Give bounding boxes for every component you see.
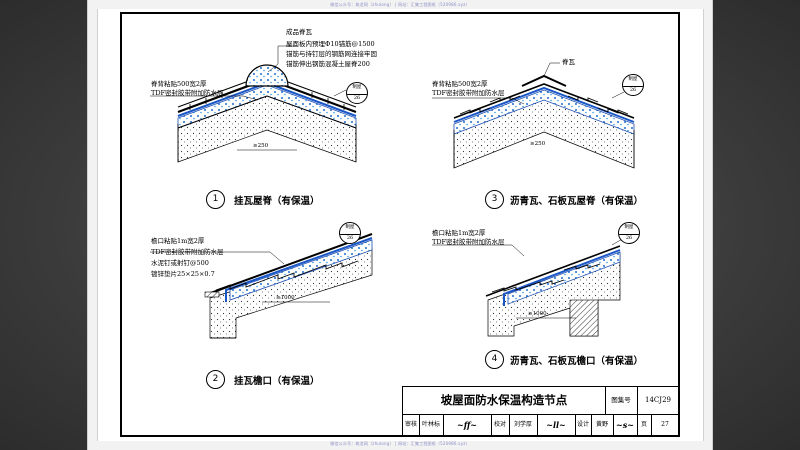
sheet-paper — [97, 9, 704, 441]
d2-label-eave-tape: 檐口粘贴1m宽2厚 — [151, 237, 205, 245]
design-label: 设计 — [575, 414, 592, 436]
detail-1-drawing — [150, 45, 357, 163]
d3-ref-page: 26 — [623, 86, 643, 93]
d1-dimension: ≥250 — [253, 143, 269, 149]
detail-4-drawing — [432, 237, 625, 337]
detail-2-drawing — [150, 233, 373, 339]
d3-number: 3 — [485, 190, 504, 209]
page-number: 27 — [661, 421, 669, 428]
d3-dimension: ≥250 — [530, 141, 546, 147]
d2-ref-top: 制屋 — [345, 225, 355, 230]
d4-caption: 沥青瓦、石板瓦檐口（有保温） — [510, 356, 644, 367]
d2-number: 2 — [206, 370, 225, 389]
sheet-title: 坡屋面防水保温构造节点 — [403, 387, 606, 414]
designer-name: 黄野 — [591, 414, 614, 436]
d4-reference-bubble: 制屋 26 — [618, 222, 640, 244]
d4-label-tdf: TDF密封胶带附加防水层 — [432, 238, 505, 246]
d4-number: 4 — [485, 350, 504, 369]
designer-signature: ~s~ — [613, 414, 638, 436]
review-label: 审核 — [403, 414, 420, 436]
d1-label-ridge-tile: 成品脊瓦 — [286, 28, 312, 36]
title-block-sign-row: 审核 叶林标 ~ff~ 校对 刘学厚 ~ll~ 设计 黄野 ~s~ 页 27 — [403, 414, 679, 436]
atlas-code: 14CJ29 — [645, 396, 671, 404]
watermark-bottom: 微信公众号：筑龙网（zhulong） | 网站：汇集工程图纸（520986.xy… — [330, 441, 470, 446]
d2-label-washer: 镀锌垫片25×25×0.7 — [151, 270, 215, 278]
d1-reference-bubble: 制屋 26 — [346, 82, 368, 104]
check-label: 校对 — [491, 414, 510, 436]
d3-label-tdf: TDF密封胶带附加防水层 — [432, 89, 505, 97]
d1-label-anchor: 屋面板内预埋Φ10锚筋@1500 — [286, 40, 375, 48]
reviewer-name: 叶林标 — [419, 414, 444, 436]
d4-ref-top: 制屋 — [624, 225, 634, 230]
d1-label-anchor-extend: 锚筋伸出钢筋混凝土屋脊200 — [286, 60, 370, 68]
d1-ref-page: 26 — [347, 94, 367, 101]
d3-label-ridge-tile: 脊瓦 — [562, 58, 575, 66]
d3-reference-bubble: 制屋 26 — [622, 74, 644, 96]
d1-label-tdf: TDF密封胶带附加防水层 — [151, 89, 224, 97]
reviewer-signature: ~ff~ — [443, 414, 492, 436]
d4-label-eave-tape: 檐口粘贴1m宽2厚 — [432, 229, 486, 237]
checker-name: 刘学厚 — [509, 414, 538, 436]
drawing-sheet — [88, 0, 712, 450]
watermark-top: 微信公众号：筑龙网（zhulong） | 网站：汇集工程图纸（520986.xy… — [330, 2, 470, 7]
d4-dimension: ≥1000 — [528, 311, 547, 317]
d4-ref-page: 26 — [619, 234, 639, 241]
checker-signature: ~ll~ — [537, 414, 576, 436]
d1-ref-top: 制屋 — [352, 85, 362, 90]
page-label: 页 — [637, 414, 652, 436]
detail-3-drawing — [432, 62, 635, 169]
d3-ref-top: 制屋 — [628, 77, 638, 82]
atlas-code-label: 图集号 — [605, 387, 638, 414]
d1-caption: 挂瓦屋脊（有保温） — [234, 196, 320, 207]
d2-caption: 挂瓦檐口（有保温） — [234, 376, 320, 387]
d1-number: 1 — [206, 190, 225, 209]
d3-caption: 沥青瓦、石板瓦屋脊（有保温） — [510, 196, 644, 207]
d1-label-anchor-connect: 锚筋与持钉层的钢筋网连接牢固 — [286, 50, 377, 58]
d2-label-nails: 水泥钉或射钉@500 — [151, 259, 209, 267]
d1-label-ridge-tape: 脊背粘贴500宽2厚 — [151, 80, 207, 88]
d3-label-ridge-tape: 脊背粘贴500宽2厚 — [432, 80, 488, 88]
drawing-frame — [120, 12, 680, 437]
title-block: 坡屋面防水保温构造节点 图集号 14CJ29 审核 叶林标 ~ff~ 校对 刘学… — [402, 386, 679, 436]
d2-reference-bubble: 制屋 26 — [339, 222, 361, 244]
title-block-top-row: 坡屋面防水保温构造节点 图集号 14CJ29 — [403, 387, 679, 415]
d2-ref-page: 26 — [340, 234, 360, 241]
d2-dimension: ≥1000 — [276, 295, 295, 301]
d2-label-tdf: TDF密封胶带附加防水层 — [151, 248, 224, 256]
